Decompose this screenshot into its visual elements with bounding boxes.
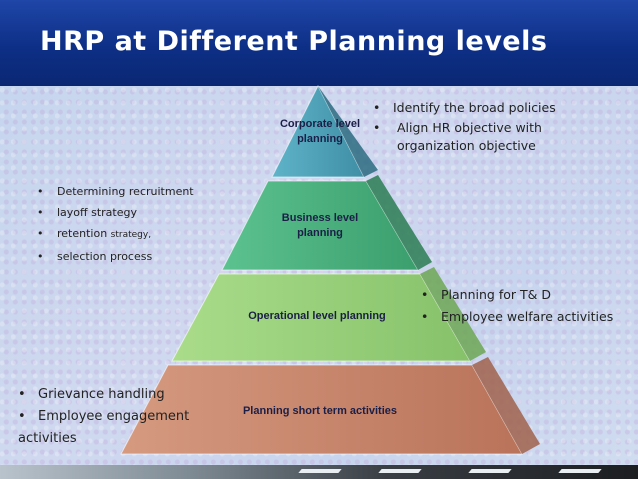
road-stripe [378, 469, 422, 473]
list-item: • Align HR objective with [373, 118, 556, 138]
list-item: • Identify the broad policies [373, 98, 556, 118]
slide-title: HRP at Different Planning levels [40, 26, 548, 57]
bullet: • [37, 250, 44, 263]
tier-label-operational: Operational level planning [248, 310, 386, 322]
operational-notes: • Planning for T& D • Employee welfare a… [421, 284, 613, 328]
list-item: • Employee welfare activities [421, 306, 613, 328]
bullet: • [37, 206, 44, 219]
list-item: • layoff strategy [37, 202, 194, 223]
tier-label-short-term: Planning short term activities [242, 405, 398, 417]
title-bar: HRP at Different Planning levels [0, 0, 638, 86]
tier-label-corporate: Corporate level planning [279, 118, 361, 145]
road-strip [0, 465, 638, 479]
tier-corporate-side [318, 86, 378, 177]
tier-business-side [366, 175, 432, 270]
bullet: • [421, 287, 429, 302]
bullet: • [18, 409, 26, 424]
bullet: • [373, 120, 381, 135]
road-stripe [558, 469, 602, 473]
bullet: • [373, 100, 381, 115]
corporate-notes: • Identify the broad policies • Align HR… [373, 98, 556, 156]
list-item: organization objective [397, 138, 536, 153]
bullet: • [421, 309, 429, 324]
business-notes: • Determining recruitment • layoff strat… [37, 181, 194, 267]
tier-operational-side [420, 267, 486, 361]
tier-short-term-side [472, 357, 540, 454]
road-stripe [468, 469, 512, 473]
tier-label-business: Business level planning [281, 212, 359, 239]
bullet: • [18, 387, 26, 402]
short-term-notes: • Grievance handling • Employee engageme… [18, 384, 189, 450]
list-item: • Planning for T& D [421, 284, 613, 306]
list-item: activities [18, 431, 77, 446]
list-item: • Grievance handling [18, 384, 189, 406]
list-item: • Determining recruitment [37, 181, 194, 202]
list-item: • selection process [37, 246, 194, 267]
list-item: • retention strategy, [37, 223, 194, 246]
list-item: • Employee engagement [18, 406, 189, 428]
bullet: • [37, 227, 44, 240]
road-stripe [298, 469, 342, 473]
bullet: • [37, 185, 44, 198]
